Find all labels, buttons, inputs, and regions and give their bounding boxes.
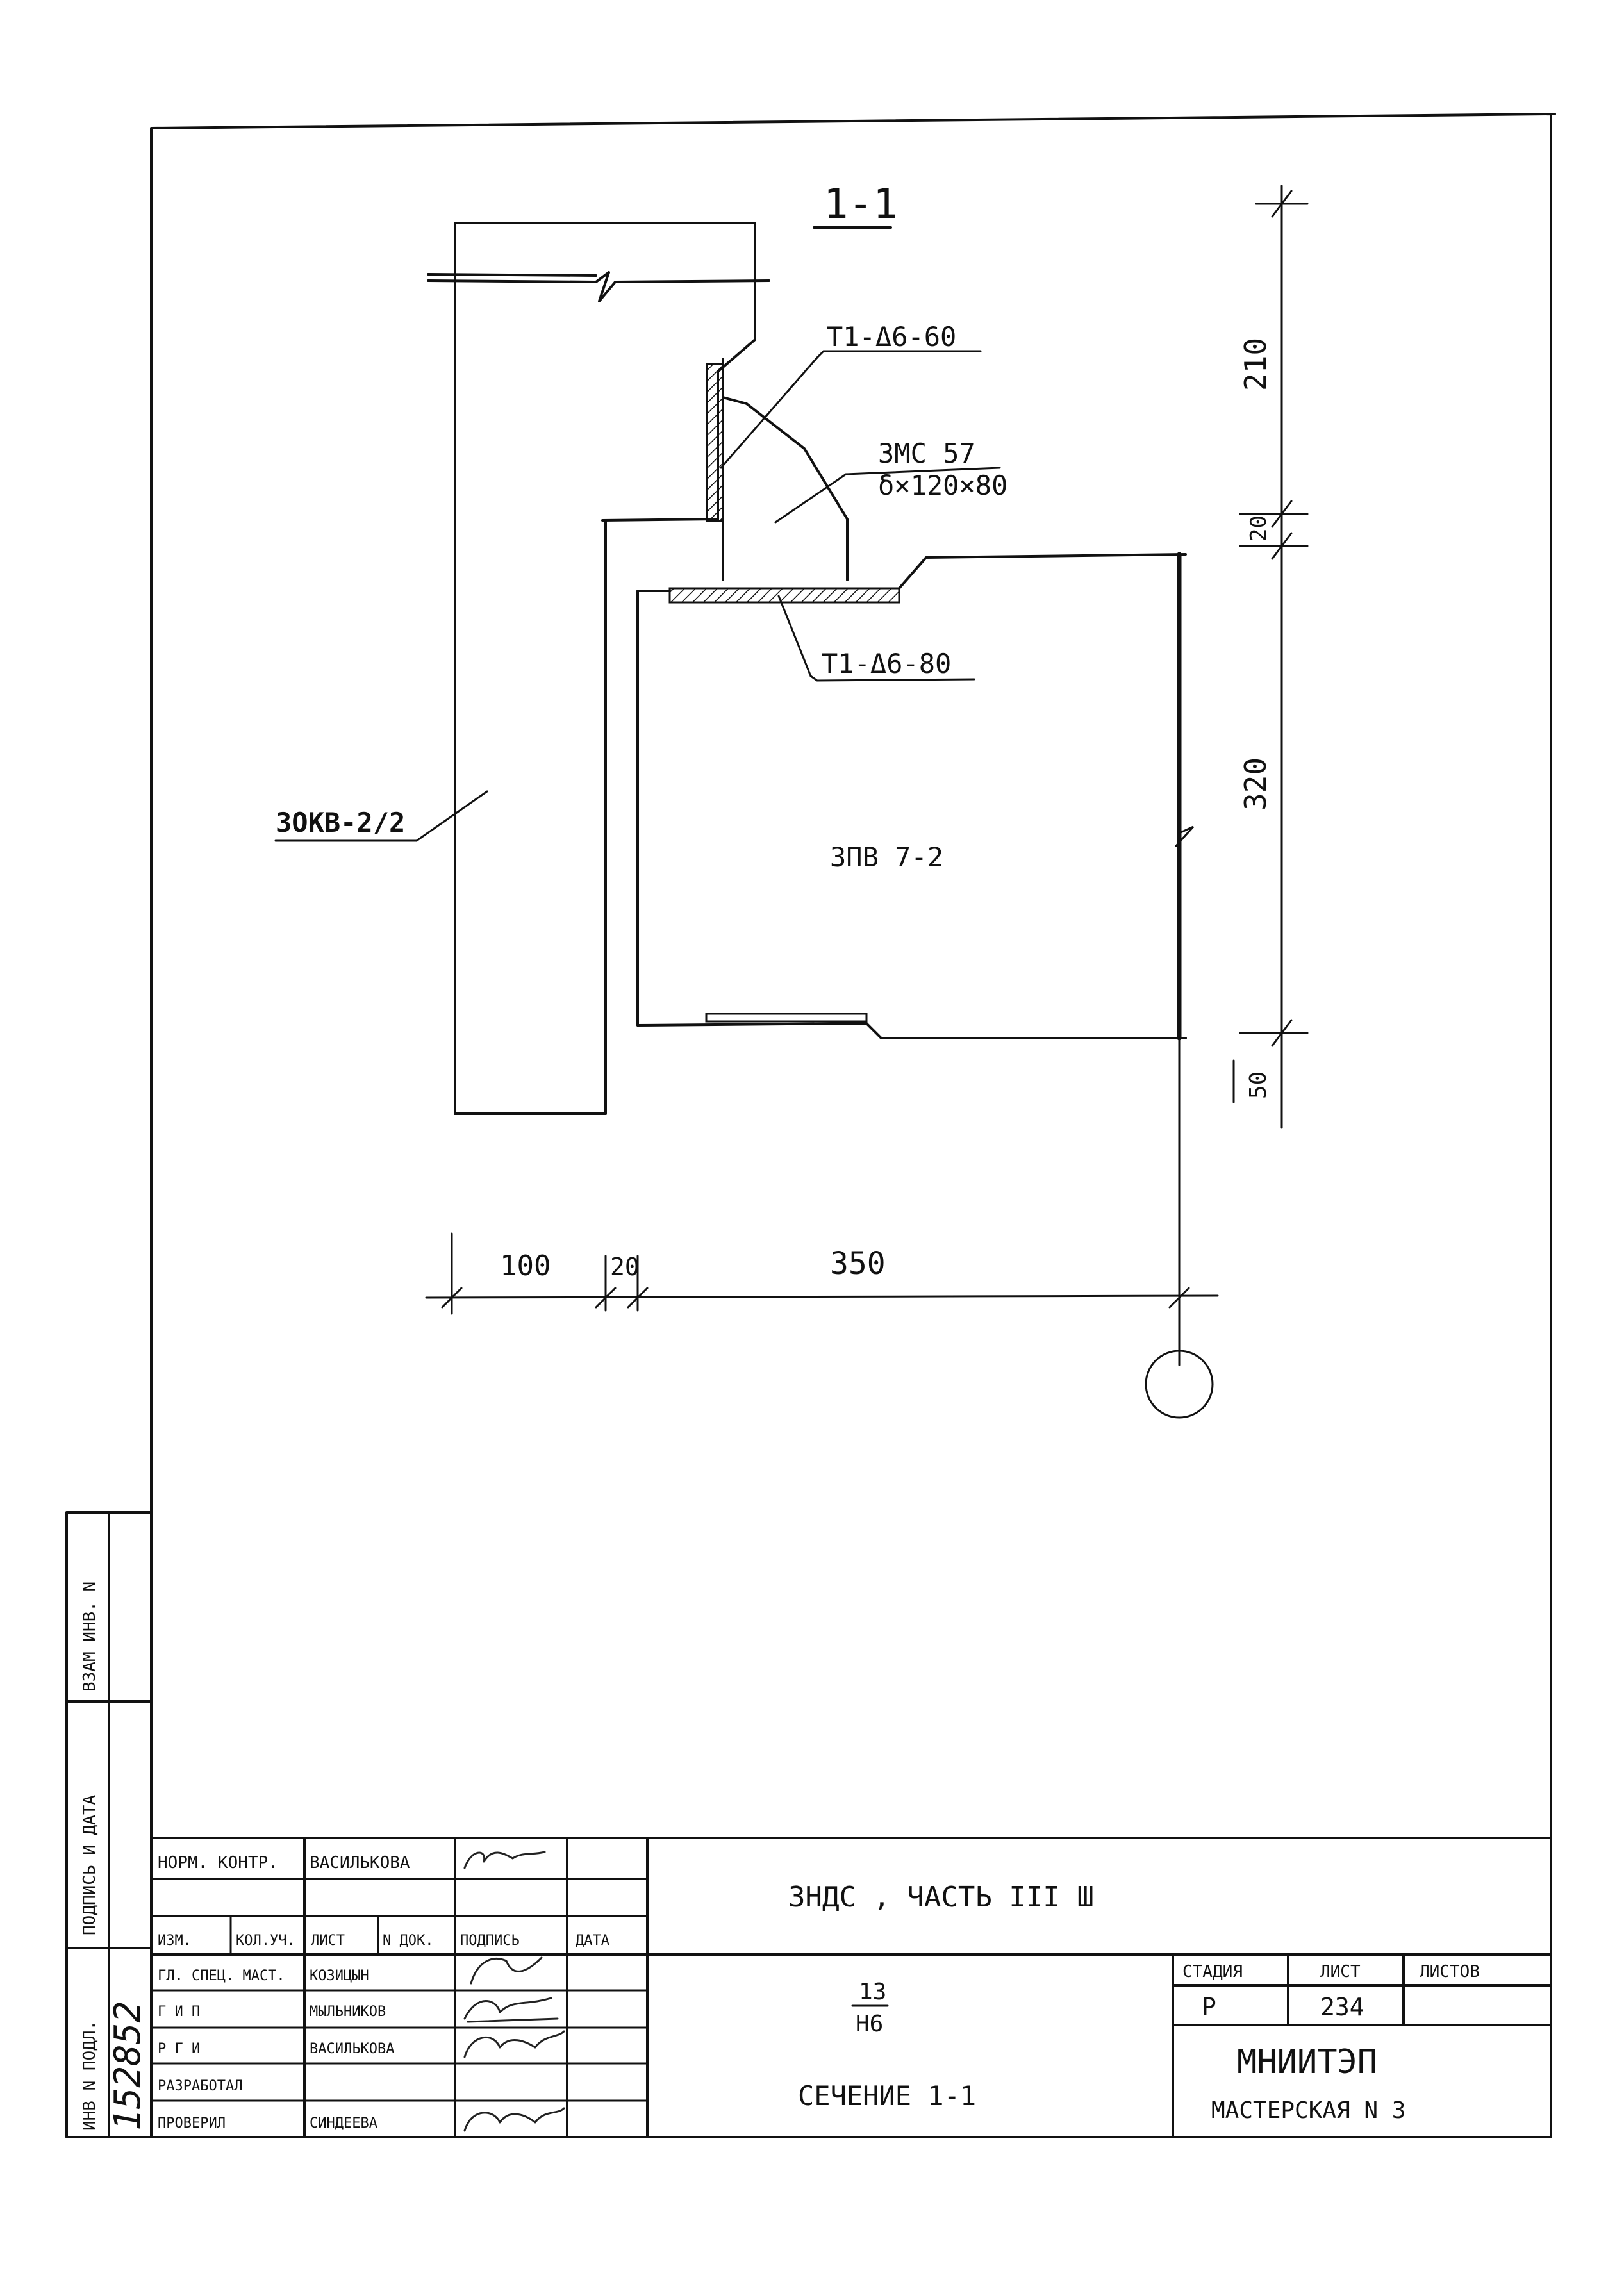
signature-3	[463, 2030, 565, 2058]
svg-text:δ×120×80: δ×120×80	[878, 470, 1007, 501]
svg-text:СИНДЕЕВА: СИНДЕЕВА	[310, 2115, 377, 2131]
svg-text:СТАДИЯ: СТАДИЯ	[1182, 1962, 1243, 1981]
svg-text:N ДОК.: N ДОК.	[383, 1933, 433, 1949]
weld-top-leader: Т1-Δ6-60	[720, 321, 982, 469]
side-stamp: ВЗАМ ИНВ. N ПОДПИСЬ И ДАТА ИНВ N ПОДЛ. 1…	[65, 1511, 153, 2138]
weld-bottom-leader: Т1-Δ6-80	[777, 595, 975, 682]
svg-text:ЗНДС , ЧАСТЬ III Ш: ЗНДС , ЧАСТЬ III Ш	[788, 1881, 1094, 1913]
section-title: 1-1	[813, 181, 898, 229]
steel-plate	[668, 358, 900, 604]
svg-text:20: 20	[610, 1253, 640, 1281]
beam-label: 3ПВ 7-2	[830, 841, 943, 873]
signature-norm-kontr	[463, 1851, 546, 1869]
svg-text:20: 20	[1246, 515, 1272, 541]
svg-text:ВАСИЛЬКОВА: ВАСИЛЬКОВА	[310, 2041, 394, 2057]
svg-text:1-1: 1-1	[824, 181, 898, 228]
svg-text:50: 50	[1245, 1071, 1272, 1099]
svg-text:Р Г И: Р Г И	[158, 2041, 200, 2057]
svg-text:ПРОВЕРИЛ: ПРОВЕРИЛ	[158, 2115, 226, 2131]
svg-text:3ОКВ-2/2: 3ОКВ-2/2	[276, 807, 405, 838]
svg-text:ЗМС 57: ЗМС 57	[878, 438, 975, 469]
svg-text:МЫЛЬНИКОВ: МЫЛЬНИКОВ	[310, 2004, 386, 2020]
title-block: НОРМ. КОНТР. ВАСИЛЬКОВА ИЗМ. КОЛ.УЧ. ЛИС…	[150, 1837, 1552, 2138]
svg-text:Т1-Δ6-60: Т1-Δ6-60	[827, 321, 956, 352]
svg-text:ЛИСТОВ: ЛИСТОВ	[1420, 1962, 1480, 1981]
svg-text:ГЛ. СПЕЦ. МАСТ.: ГЛ. СПЕЦ. МАСТ.	[158, 1968, 285, 1984]
column-label-leader: 3ОКВ-2/2	[274, 790, 488, 842]
svg-text:НОРМ. КОНТР.: НОРМ. КОНТР.	[158, 1853, 278, 1872]
svg-text:ЛИСТ: ЛИСТ	[311, 1933, 345, 1949]
svg-text:ВЗАМ ИНВ. N: ВЗАМ ИНВ. N	[80, 1582, 99, 1692]
svg-text:Т1-Δ6-80: Т1-Δ6-80	[822, 648, 951, 679]
signature-5	[463, 2107, 565, 2132]
svg-text:КОЗИЦЫН: КОЗИЦЫН	[310, 1968, 369, 1984]
svg-text:ИНВ N ПОДЛ.: ИНВ N ПОДЛ.	[80, 2021, 99, 2131]
svg-text:МНИИТЭП: МНИИТЭП	[1237, 2043, 1377, 2081]
svg-text:Н6: Н6	[856, 2011, 883, 2037]
svg-text:234: 234	[1320, 1993, 1364, 2021]
svg-text:13: 13	[859, 1979, 886, 2005]
svg-text:100: 100	[500, 1250, 551, 1282]
horizontal-dimension: 100 20 350	[425, 1037, 1219, 1419]
beam-outline	[636, 552, 1195, 1041]
signature-1	[470, 1956, 543, 1985]
svg-text:320: 320	[1238, 757, 1273, 811]
svg-text:210: 210	[1238, 338, 1273, 391]
svg-text:СЕЧЕНИЕ 1-1: СЕЧЕНИЕ 1-1	[798, 2080, 976, 2112]
svg-text:ПОДПИСЬ И ДАТА: ПОДПИСЬ И ДАТА	[80, 1795, 99, 1935]
svg-text:ЛИСТ: ЛИСТ	[1320, 1962, 1361, 1981]
column-outline	[427, 222, 770, 1115]
svg-text:ДАТА: ДАТА	[576, 1933, 609, 1949]
svg-text:РАЗРАБОТАЛ: РАЗРАБОТАЛ	[158, 2078, 242, 2094]
svg-text:ВАСИЛЬКОВА: ВАСИЛЬКОВА	[310, 1853, 410, 1872]
svg-text:Р: Р	[1202, 1993, 1216, 2021]
sheet-frame	[150, 113, 1556, 2138]
svg-text:ПОДПИСЬ: ПОДПИСЬ	[460, 1933, 520, 1949]
svg-text:КОЛ.УЧ.: КОЛ.УЧ.	[236, 1933, 295, 1949]
svg-text:152852: 152852	[107, 2001, 149, 2131]
axis-marker-circle	[1145, 1350, 1214, 1419]
svg-text:ИЗМ.: ИЗМ.	[158, 1933, 192, 1949]
plate-mark-leader: ЗМС 57 δ×120×80	[774, 438, 1007, 524]
vertical-dimension: 210 20 320 50	[1232, 185, 1309, 1129]
svg-text:350: 350	[830, 1246, 886, 1282]
svg-text:Г И П: Г И П	[158, 2004, 200, 2020]
signature-2	[463, 1997, 559, 2023]
svg-text:МАСТЕРСКАЯ N 3: МАСТЕРСКАЯ N 3	[1211, 2097, 1405, 2124]
